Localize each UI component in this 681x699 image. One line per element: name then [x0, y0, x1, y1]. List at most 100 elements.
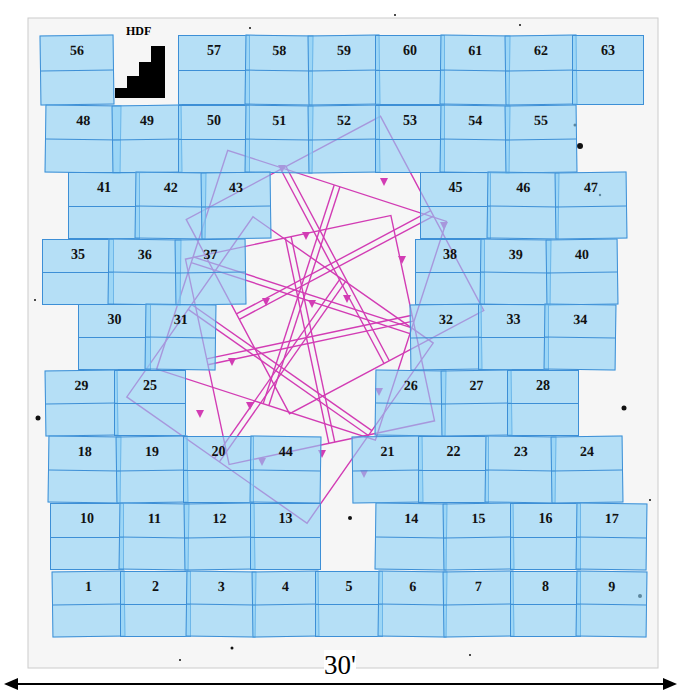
pointing-tile: 27	[441, 370, 513, 437]
pointing-tile: 12	[184, 503, 256, 571]
tile-number: 38	[416, 247, 484, 263]
tile-number: 60	[376, 43, 444, 59]
chip-gap	[184, 470, 253, 471]
pointing-tile: 60	[375, 35, 445, 105]
pointing-tile: 23	[485, 436, 557, 504]
tile-number: 36	[109, 247, 180, 264]
chip-gap	[121, 604, 190, 605]
pointing-tile: 36	[108, 238, 182, 305]
pointing-tile: 50	[178, 105, 250, 173]
chip-gap	[481, 272, 550, 274]
chip-gap	[479, 337, 548, 338]
tile-number: 63	[573, 43, 643, 59]
pointing-tile: 16	[510, 503, 581, 570]
pointing-tile: 10	[50, 503, 124, 570]
chip-gap	[187, 604, 255, 606]
chip-gap	[411, 337, 481, 339]
field-label: HDF	[126, 24, 151, 39]
pointing-tile: 17	[576, 503, 648, 571]
chip-gap	[444, 536, 513, 538]
chip-gap	[179, 70, 249, 71]
chip-gap	[488, 205, 558, 207]
tile-number: 11	[120, 511, 188, 528]
tile-number: 22	[419, 444, 488, 460]
chip-gap	[573, 70, 643, 71]
pointing-tile: 30	[78, 304, 151, 370]
chip-gap	[376, 536, 446, 538]
chip-gap	[486, 469, 555, 471]
chip-gap	[51, 537, 123, 538]
tile-number: 43	[202, 180, 270, 197]
chip-gap	[43, 272, 113, 273]
pointing-tile: 33	[478, 304, 549, 370]
chip-gap	[376, 139, 444, 140]
pointing-tile: 9	[576, 571, 648, 638]
chip-gap	[176, 272, 245, 274]
tile-number: 3	[187, 579, 255, 596]
pointing-tile: 44	[250, 436, 322, 504]
pointing-tile: 55	[505, 104, 578, 173]
tile-number: 54	[441, 113, 509, 130]
pointing-tile: 14	[375, 502, 448, 570]
chip-gap	[419, 470, 488, 471]
pointing-tile: 39	[480, 239, 552, 306]
pointing-tile: 54	[440, 105, 511, 174]
chip-gap	[117, 469, 187, 471]
tile-number: 35	[43, 247, 113, 263]
pointing-tile: 19	[116, 435, 189, 503]
tile-number: 7	[444, 579, 513, 596]
pointing-tile: 15	[443, 503, 515, 571]
chip-gap	[441, 70, 509, 72]
pointing-tile: 1	[52, 570, 126, 637]
pointing-tile: 22	[418, 436, 489, 503]
tile-number: 16	[511, 511, 580, 527]
tile-number: 34	[545, 312, 615, 329]
pointing-tile: 25	[114, 370, 186, 436]
chip-gap	[506, 70, 576, 72]
tile-number: 57	[179, 43, 249, 59]
tile-number: 26	[376, 378, 445, 395]
pointing-tile: 5	[315, 571, 383, 637]
chip-gap	[577, 604, 646, 606]
scale-label: 30'	[324, 650, 356, 681]
tile-number: 28	[508, 378, 578, 394]
pointing-tile: 38	[415, 239, 485, 305]
tile-number: 29	[46, 378, 117, 395]
tile-number: 23	[486, 444, 555, 461]
chip-gap	[179, 139, 249, 140]
pointing-tile: 20	[183, 436, 254, 503]
chip-gap	[41, 69, 113, 71]
chip-gap	[545, 337, 615, 339]
chip-gap	[46, 138, 120, 140]
pointing-tile: 49	[112, 105, 183, 174]
chip-gap	[442, 403, 511, 405]
pointing-tile: 42	[135, 172, 207, 240]
chip-gap	[113, 139, 181, 141]
tile-number: 62	[506, 43, 576, 60]
tile-number: 58	[246, 43, 312, 60]
pointing-tile: 13	[250, 503, 321, 570]
pointing-tile: 2	[120, 571, 191, 637]
chip-gap	[246, 70, 312, 72]
tile-number: 46	[488, 180, 558, 197]
tile-number: 53	[376, 113, 444, 129]
chip-gap	[136, 205, 205, 207]
tile-number: 30	[79, 312, 150, 328]
pointing-tile: 40	[546, 238, 619, 305]
pointing-tile: 41	[68, 172, 140, 239]
chip-gap	[246, 139, 312, 141]
chip-gap	[253, 604, 318, 606]
tile-number: 32	[411, 312, 481, 329]
tile-number: 2	[121, 579, 190, 595]
tile-number: 8	[511, 579, 580, 595]
pointing-tile: 21	[352, 436, 424, 504]
tile-number: 50	[179, 113, 249, 129]
tile-number: 12	[185, 511, 254, 528]
tile-number: 37	[176, 247, 245, 264]
chip-gap	[309, 139, 379, 141]
tile-number: 6	[379, 579, 446, 596]
pointing-tile: 56	[40, 34, 115, 105]
chip-gap	[556, 205, 626, 207]
pointing-tile: 62	[505, 34, 578, 105]
chip-gap	[316, 604, 382, 605]
